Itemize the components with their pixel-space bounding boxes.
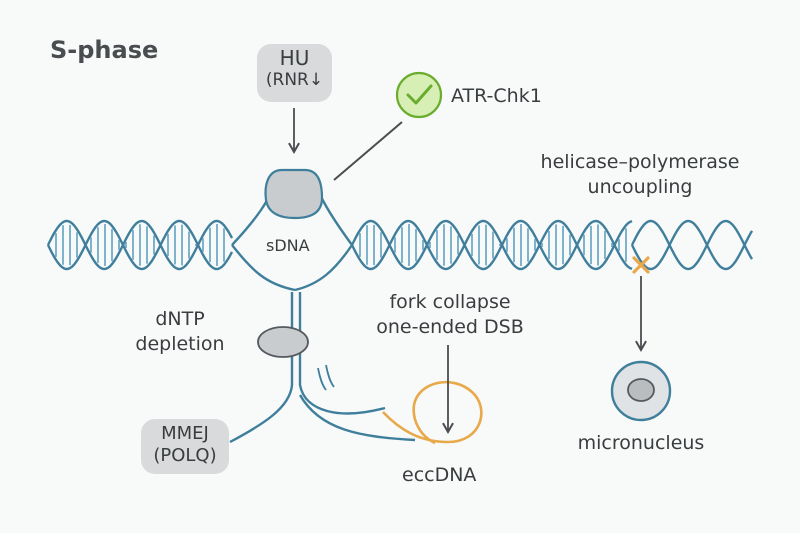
fork-strand-lower-left	[231, 244, 296, 292]
helix-left-strand-1	[46, 219, 234, 271]
broken-strand-mark-1	[317, 367, 327, 391]
dna-double-helix	[46, 219, 754, 271]
helicase-complex	[264, 168, 324, 220]
fork-collapse-line2: one-ended DSB	[376, 315, 524, 338]
broken-strand-mark-2	[325, 364, 335, 388]
micronucleus-icon	[610, 360, 672, 422]
page-title: S-phase	[50, 36, 159, 64]
mmej-badge: MMEJ (POLQ)	[141, 423, 229, 467]
replication-fork	[229, 189, 416, 444]
fork-collapse-label: fork collapse one-ended DSB	[360, 290, 540, 339]
fork-strand-upper-right	[316, 189, 353, 246]
dntp-line1: dNTP	[155, 308, 205, 330]
nascent-strand-right	[298, 292, 386, 415]
fork-strand-lower-right	[294, 244, 353, 292]
uncoupling-cross-icon	[632, 256, 650, 274]
dntp-line2: depletion	[135, 332, 225, 355]
uncoupling-line2: uncoupling	[587, 175, 693, 198]
eccdna-loop	[382, 380, 483, 445]
helix-middle-strand-1	[350, 219, 633, 271]
micronucleus-label: micronucleus	[577, 432, 705, 454]
strand-to-eccdna	[298, 394, 416, 442]
helix-middle-strand-2	[350, 219, 633, 271]
hu-badge-line1: HU	[279, 46, 310, 70]
nascent-strand-left	[229, 292, 294, 444]
checkpoint-label: ATR-Chk1	[451, 85, 542, 107]
uncoupling-label: helicase–polymerase uncoupling	[520, 150, 760, 199]
sdna-label: sDNA	[266, 236, 310, 255]
checkpoint-connector	[333, 121, 403, 181]
eccdna-label: eccDNA	[402, 464, 477, 486]
check-icon	[395, 71, 443, 119]
mmej-badge-line1: MMEJ	[161, 423, 209, 444]
hu-badge: HU (RNR↓	[257, 46, 332, 91]
helix-right-strand-2	[630, 219, 754, 271]
helix-right-strand-1	[630, 219, 754, 271]
mmej-badge-line2: (POLQ)	[153, 444, 217, 466]
hu-badge-line2: (RNR↓	[265, 70, 324, 90]
helix-left-strand-2	[46, 219, 234, 271]
fork-collapse-line1: fork collapse	[389, 291, 511, 313]
uncoupling-line1: helicase–polymerase	[540, 151, 740, 173]
polymerase	[257, 326, 309, 358]
dntp-label: dNTP depletion	[130, 307, 230, 356]
